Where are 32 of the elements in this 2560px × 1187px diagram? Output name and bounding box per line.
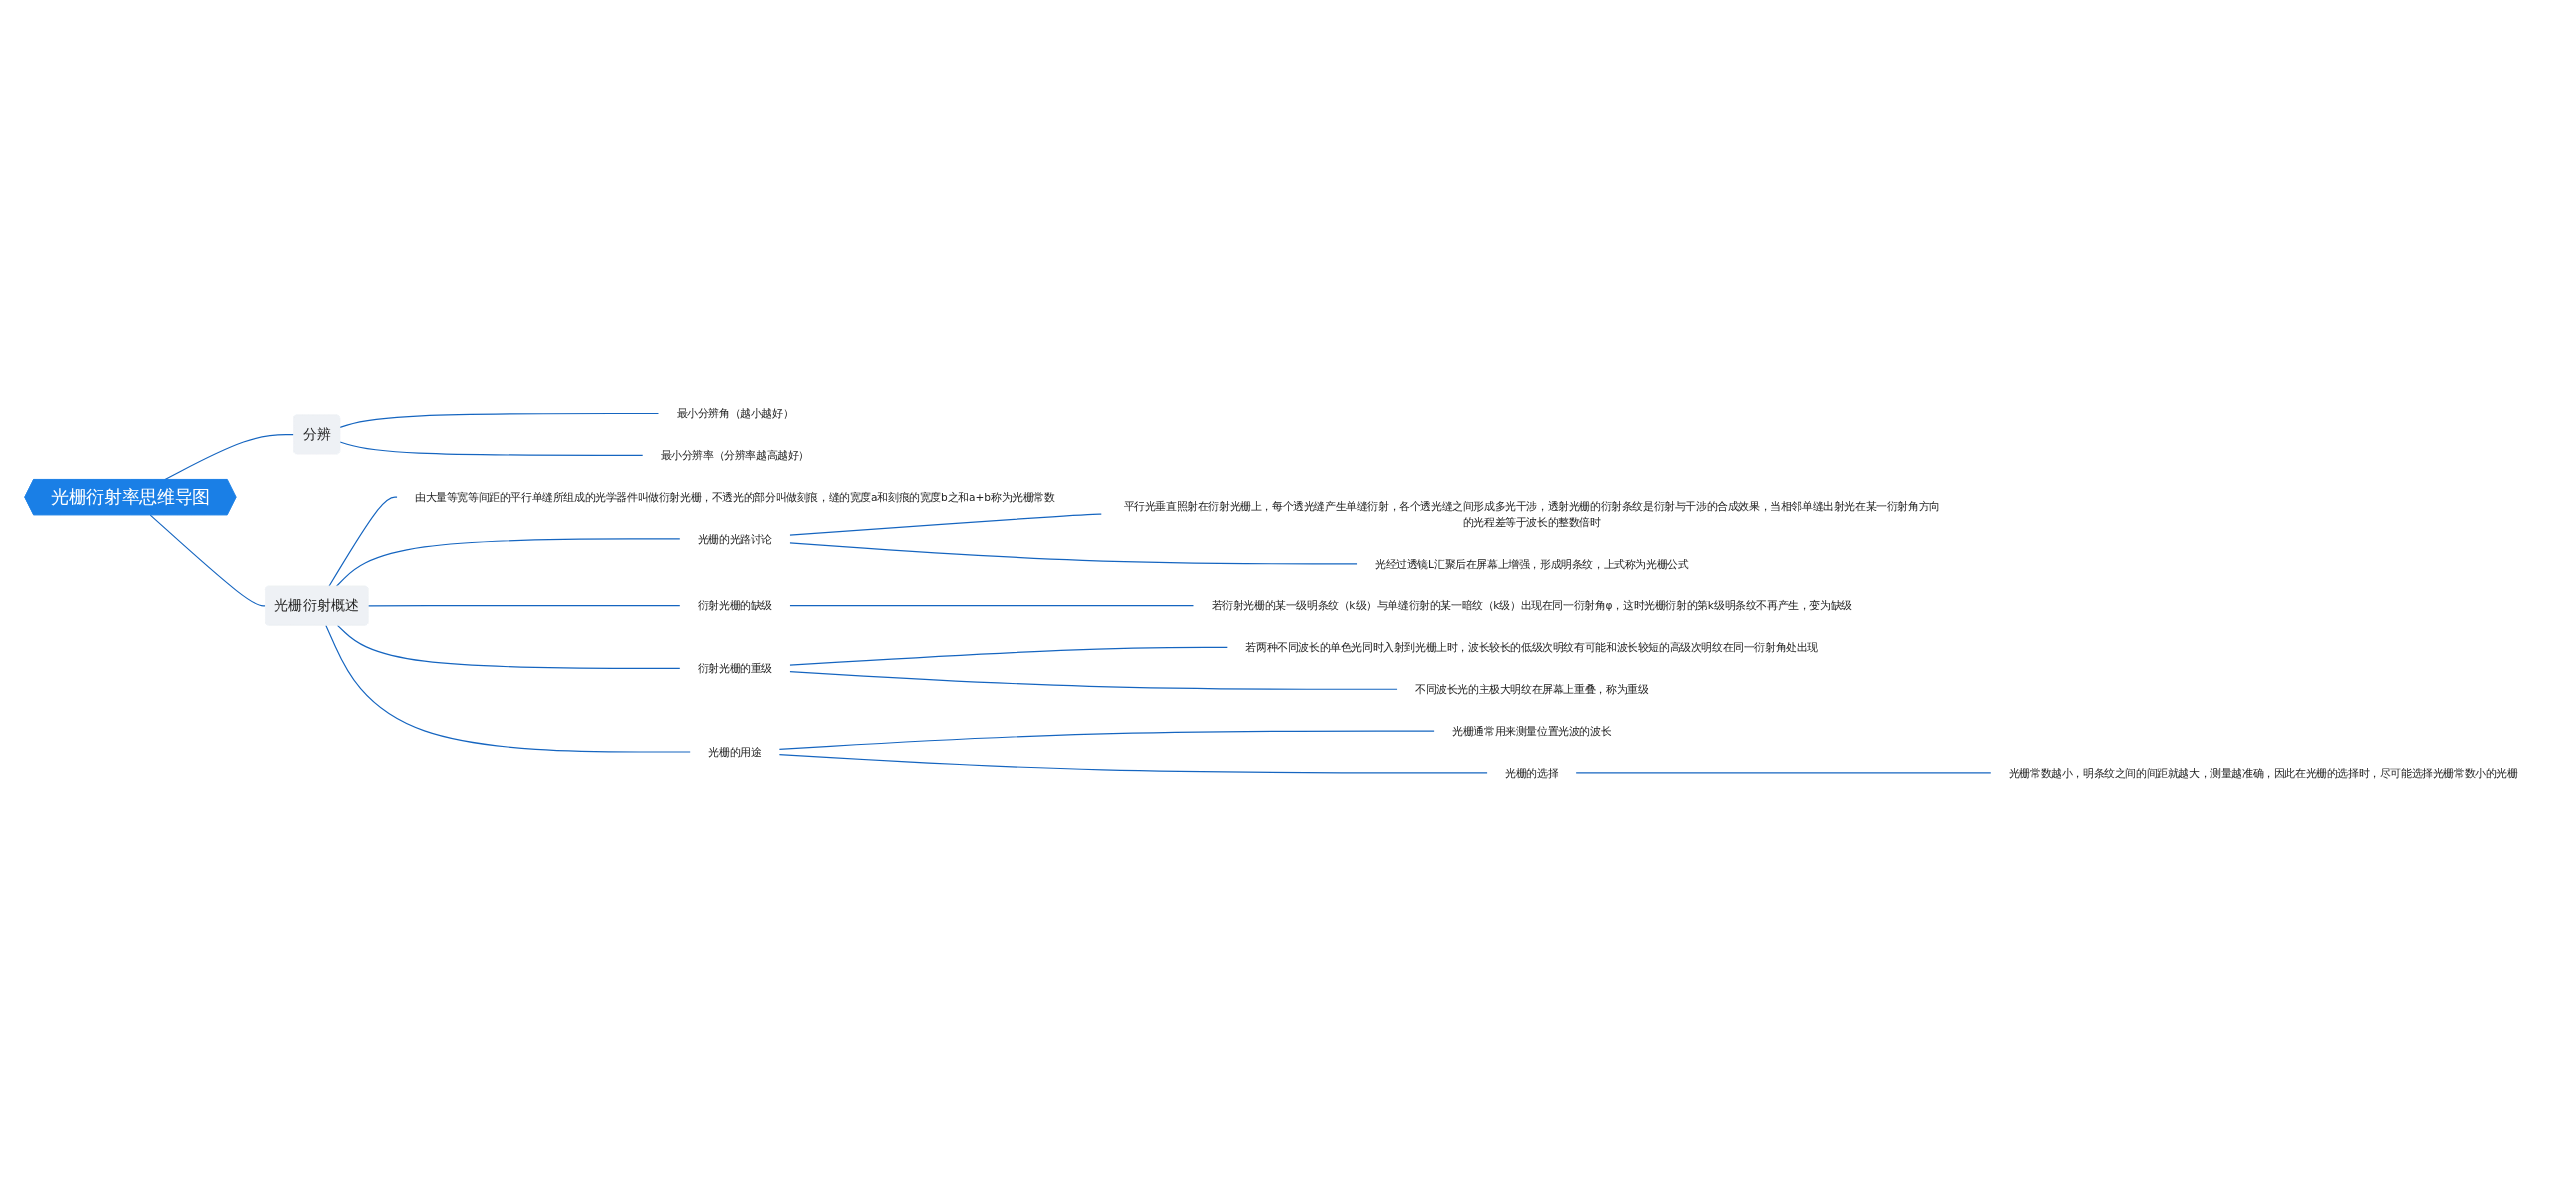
connector [789, 513, 1103, 536]
connector [789, 542, 1358, 565]
node-text: 光栅常数越小，明条纹之间的间距就越大，测量越准确，因此在光栅的选择时，尽可能选择光栅常数小的光栅 [2008, 767, 2518, 780]
node-text: 平行光垂直照射在衍射光栅上，每个透光缝产生单缝衍射，各个透光缝之间形成多光干涉，透射光栅的衍射条纹是衍射与干涉的合成效果，当相邻单缝出射光在某一衍射角方向的光程差等于波长的整数倍时 [1123, 500, 1940, 529]
node-text: 衍射光栅的缺级 [697, 599, 772, 613]
connector [789, 605, 1195, 607]
connector [367, 605, 681, 607]
node-text: 不同波长光的主极大明纹在屏幕上重叠，称为重级 [1415, 683, 1649, 696]
connector [789, 647, 1229, 666]
node-text: 最小分辨率（分辨率越高越好） [660, 449, 810, 462]
node-text: 最小分辨角（越小越好） [676, 407, 794, 420]
connector [789, 671, 1398, 691]
node-text: 若衍射光栅的某一级明条纹（k级）与单缝衍射的某一暗纹（k级）出现在同一衍射角φ，这时光栅衍射的第k级明条纹不再产生，变为缺级 [1211, 599, 1852, 613]
node-text: 由大量等宽等间距的平行单缝所组成的光学器件叫做衍射光栅，不透光的部分叫做刻痕，缝的宽度a和刻痕的宽度b之和a+b称为光栅常数 [415, 491, 1055, 504]
node-text: 光栅的选择 [1505, 767, 1559, 780]
connector [335, 538, 681, 588]
connector [778, 730, 1436, 751]
connector [1575, 772, 1992, 774]
connector [328, 496, 398, 588]
connector [778, 754, 1489, 774]
node-text: 衍射光栅的重级 [697, 662, 772, 675]
connector [149, 514, 267, 607]
connector [336, 625, 681, 670]
node-text: 光经过透镜L汇聚后在屏幕上增强，形成明条纹，上式称为光栅公式 [1375, 557, 1689, 571]
connector [339, 441, 644, 457]
node-text: 光栅通常用来测量位置光波的波长 [1452, 725, 1612, 738]
connector [339, 413, 660, 429]
node-text: 若两种不同波长的单色光同时入射到光栅上时，波长较长的低级次明纹有可能和波长较短的高级次明纹在同一衍射角处出现 [1245, 641, 1818, 654]
node-text: 光栅的光路讨论 [697, 533, 772, 546]
connector [164, 434, 295, 481]
connector [325, 625, 692, 753]
node-text: 光栅的用途 [708, 746, 762, 759]
